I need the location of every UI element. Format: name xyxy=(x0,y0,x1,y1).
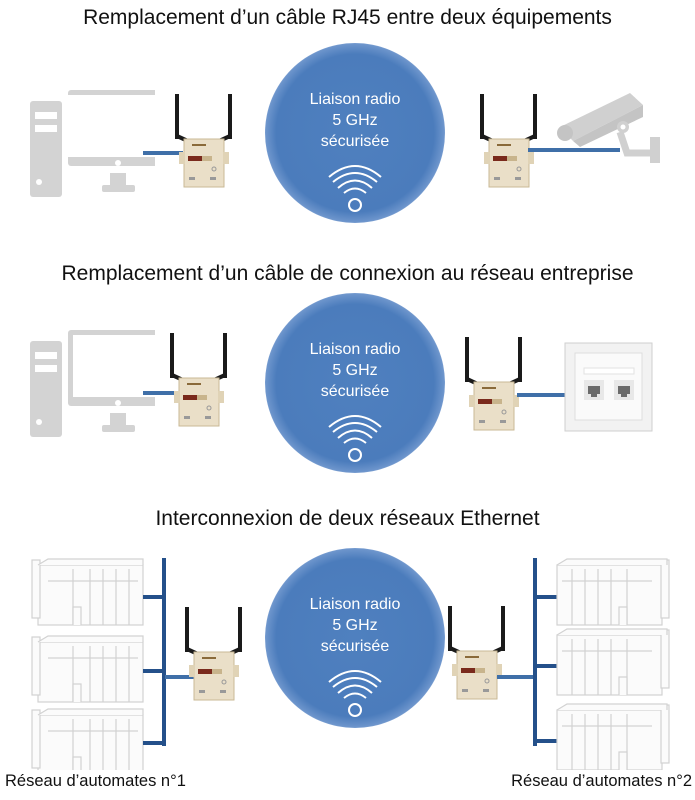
section-1-title: Remplacement d’un câble RJ45 entre deux … xyxy=(83,6,612,29)
ethernet-cable xyxy=(143,391,183,395)
wireless-bridge-icon xyxy=(448,606,505,700)
wireless-bridge-icon xyxy=(170,333,227,427)
wifi-icon xyxy=(328,415,382,462)
wall-rj45-outlet-icon xyxy=(564,342,653,432)
section-2-title: Remplacement d’un câble de connexion au … xyxy=(61,262,634,285)
plc-rack-icon xyxy=(556,703,670,770)
desktop-computer-icon xyxy=(30,90,155,197)
wifi-icon xyxy=(328,165,382,212)
ethernet-cable xyxy=(517,393,567,397)
wireless-bridge-icon xyxy=(480,94,537,188)
radio-link-line-2: 5 GHz xyxy=(332,112,378,129)
radio-link-line-1: Liaison radio xyxy=(309,341,401,358)
plc-network-2 xyxy=(497,558,670,770)
ethernet-bus xyxy=(143,558,166,746)
radio-link-line-3: sécurisée xyxy=(320,133,390,150)
wireless-bridge-icon xyxy=(465,337,522,431)
plc-network-1 xyxy=(31,558,205,770)
plc-rack-icon xyxy=(556,628,670,696)
radio-link-line-2: 5 GHz xyxy=(332,617,378,634)
ethernet-cable xyxy=(497,675,537,679)
ethernet-cable xyxy=(528,148,620,152)
radio-link-bubble: Liaison radio 5 GHz sécurisée xyxy=(265,548,445,728)
radio-link-text: Liaison radio 5 GHz sécurisée xyxy=(265,89,445,152)
network-2-label: Réseau d’automates n°2 xyxy=(511,772,692,790)
plc-rack-icon xyxy=(556,558,670,626)
ethernet-bus xyxy=(533,558,557,746)
radio-link-line-1: Liaison radio xyxy=(309,91,401,108)
radio-link-bubble: Liaison radio 5 GHz sécurisée xyxy=(265,293,445,473)
radio-link-text: Liaison radio 5 GHz sécurisée xyxy=(265,339,445,402)
wireless-bridge-icon xyxy=(175,94,232,188)
plc-rack-icon xyxy=(31,708,144,770)
wifi-icon xyxy=(328,670,382,717)
desktop-computer-icon xyxy=(30,330,155,437)
radio-link-line-2: 5 GHz xyxy=(332,362,378,379)
surveillance-camera-icon xyxy=(557,93,660,163)
network-1-label: Réseau d’automates n°1 xyxy=(5,772,186,790)
wireless-bridge-icon xyxy=(185,607,242,701)
radio-link-line-3: sécurisée xyxy=(320,638,390,655)
radio-link-bubble: Liaison radio 5 GHz sécurisée xyxy=(265,43,445,223)
plc-rack-icon xyxy=(31,558,144,626)
section-3-title: Interconnexion de deux réseaux Ethernet xyxy=(155,507,540,530)
radio-link-line-3: sécurisée xyxy=(320,383,390,400)
radio-link-text: Liaison radio 5 GHz sécurisée xyxy=(265,594,445,657)
ethernet-cable xyxy=(143,151,183,155)
plc-rack-icon xyxy=(31,635,144,703)
ethernet-cable xyxy=(165,675,205,679)
radio-link-line-1: Liaison radio xyxy=(309,596,401,613)
